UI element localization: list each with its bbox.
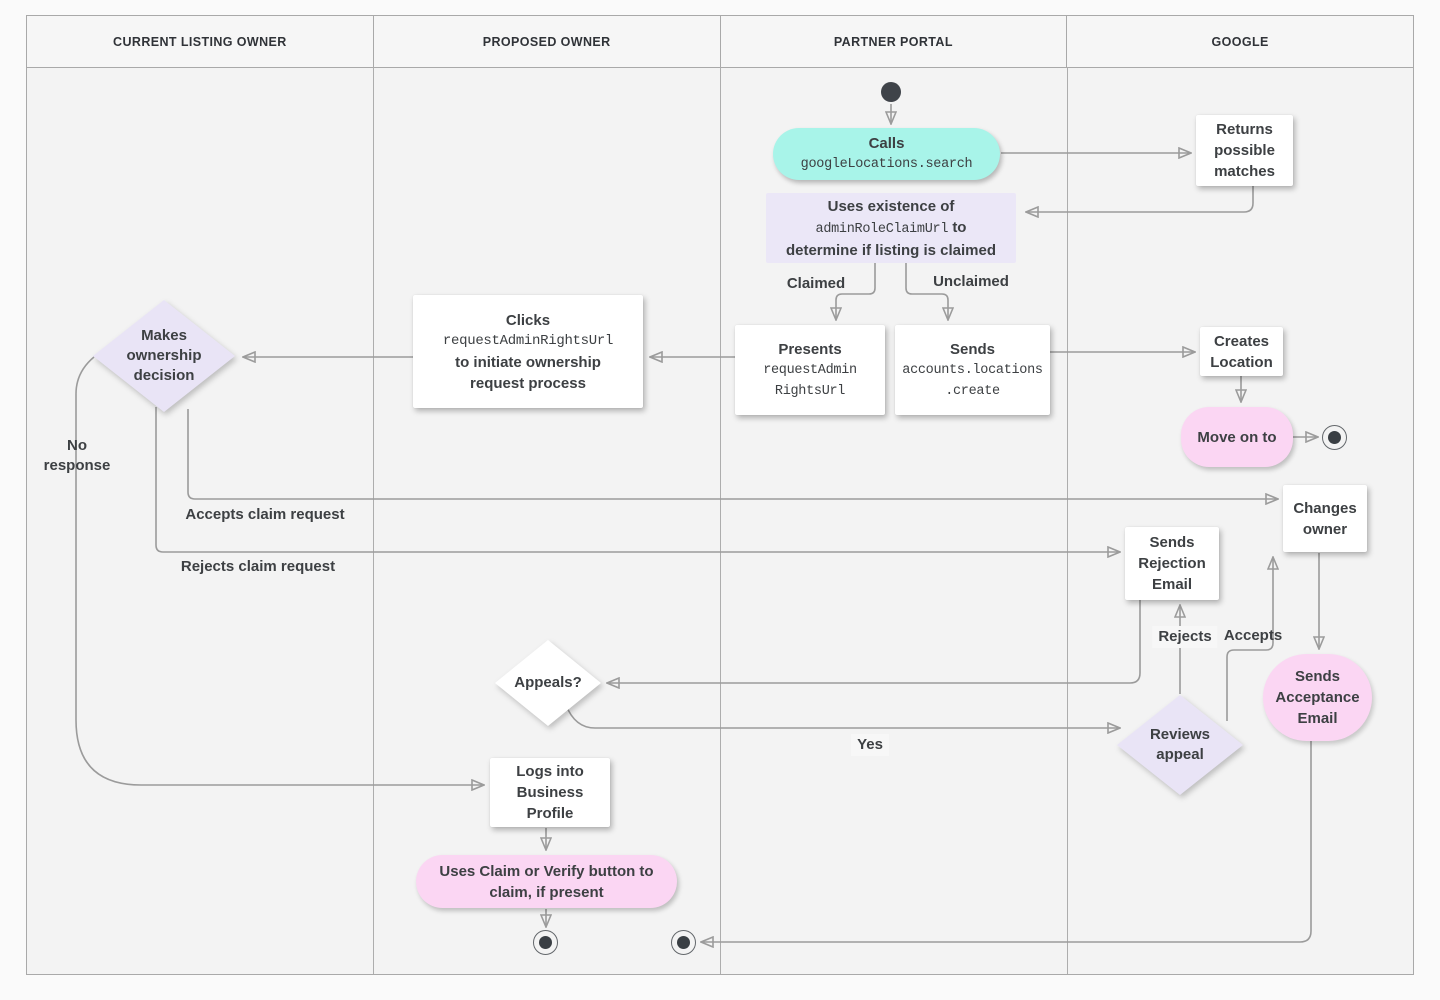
node-label: Move on to (1197, 428, 1277, 446)
node-line: request process (470, 374, 586, 392)
node-line: determine if listing is claimed (785, 241, 997, 259)
node-code: .create (945, 383, 1000, 399)
logs-into-business-profile-node: Logs into Business Profile (490, 758, 610, 827)
lane-header-row: CURRENT LISTING OWNER PROPOSED OWNER PAR… (27, 16, 1413, 68)
uses-existence-node: Uses existence of adminRoleClaimUrl to d… (766, 193, 1016, 263)
move-on-to-node: Move on to (1181, 407, 1293, 467)
lane-divider (373, 67, 374, 974)
end-dot (1328, 431, 1341, 444)
edge-label-no-response: No response (43, 437, 111, 474)
creates-location-node: Creates Location (1200, 327, 1283, 376)
lane-divider (1067, 67, 1068, 974)
end-node-claim-flow (533, 930, 558, 955)
node-label: Uses Claim or Verify button to claim, if… (439, 862, 654, 901)
node-label: Appeals? (514, 674, 582, 691)
edge-label-claimed: Claimed (786, 275, 846, 292)
clicks-request-admin-rights-url-node: Clicks requestAdminRightsUrl to initiate… (413, 295, 643, 408)
uses-claim-or-verify-node: Uses Claim or Verify button to claim, if… (416, 855, 677, 908)
node-code: RightsUrl (774, 383, 846, 399)
edge-label-rejects: Rejects (1152, 626, 1218, 648)
edge-label-yes: Yes (851, 734, 889, 756)
edge-label-accepts-claim-request: Accepts claim request (185, 506, 345, 523)
end-node-acceptance-flow (671, 930, 696, 955)
node-code: googleLocations.search (800, 157, 973, 172)
end-dot (539, 936, 552, 949)
end-dot (677, 936, 690, 949)
returns-possible-matches-node: Returns possible matches (1196, 115, 1293, 186)
sends-accounts-locations-create-node: Sends accounts.locations .create (895, 325, 1050, 415)
lane-current-listing-owner: CURRENT LISTING OWNER (27, 16, 374, 67)
node-code: accounts.locations (902, 362, 1043, 378)
node-label: Changes owner (1293, 499, 1357, 538)
lane-proposed-owner: PROPOSED OWNER (374, 16, 721, 67)
lane-google: GOOGLE (1211, 34, 1269, 49)
node-line: to (952, 218, 967, 236)
node-title: Calls (868, 135, 905, 152)
changes-owner-node: Changes owner (1283, 485, 1367, 552)
node-code: requestAdminRightsUrl (442, 332, 614, 349)
lane-divider (720, 67, 721, 974)
node-label: Sends Acceptance Email (1275, 668, 1360, 727)
node-title: Sends (949, 340, 995, 358)
node-label: Reviews appeal (1149, 726, 1211, 763)
node-code: requestAdmin (763, 362, 857, 378)
end-node-create-flow (1322, 425, 1347, 450)
presents-request-admin-rights-url-node: Presents requestAdmin RightsUrl (735, 325, 885, 415)
node-code: adminRoleClaimUrl (815, 221, 949, 237)
sends-acceptance-email-node: Sends Acceptance Email (1263, 654, 1372, 741)
node-line: to initiate ownership (455, 353, 601, 371)
sends-rejection-email-node: Sends Rejection Email (1125, 527, 1219, 600)
lane-partner-portal: PARTNER PORTAL (721, 16, 1068, 67)
appeals-decision-diamond: Appeals? (495, 640, 601, 726)
node-label: Creates Location (1210, 332, 1273, 371)
swimlane-table: CURRENT LISTING OWNER PROPOSED OWNER PAR… (26, 15, 1414, 975)
node-label: Returns possible matches (1214, 121, 1275, 180)
edge-label-rejects-claim-request: Rejects claim request (180, 558, 336, 575)
makes-ownership-decision-diamond: Makes ownership decision (93, 300, 235, 412)
edge-label-accepts: Accepts (1223, 627, 1283, 644)
node-label: Makes ownership decision (126, 327, 202, 384)
edge-label-unclaimed: Unclaimed (933, 273, 1009, 290)
node-line: Uses existence of (827, 197, 955, 215)
calls-google-locations-search-node: Calls googleLocations.search (773, 128, 1000, 180)
node-label: Sends Rejection Email (1138, 534, 1206, 593)
start-node (881, 82, 901, 102)
node-title: Presents (778, 340, 842, 358)
node-title: Clicks (505, 311, 551, 329)
node-label: Logs into Business Profile (516, 763, 584, 822)
reviews-appeal-diamond: Reviews appeal (1117, 695, 1243, 795)
